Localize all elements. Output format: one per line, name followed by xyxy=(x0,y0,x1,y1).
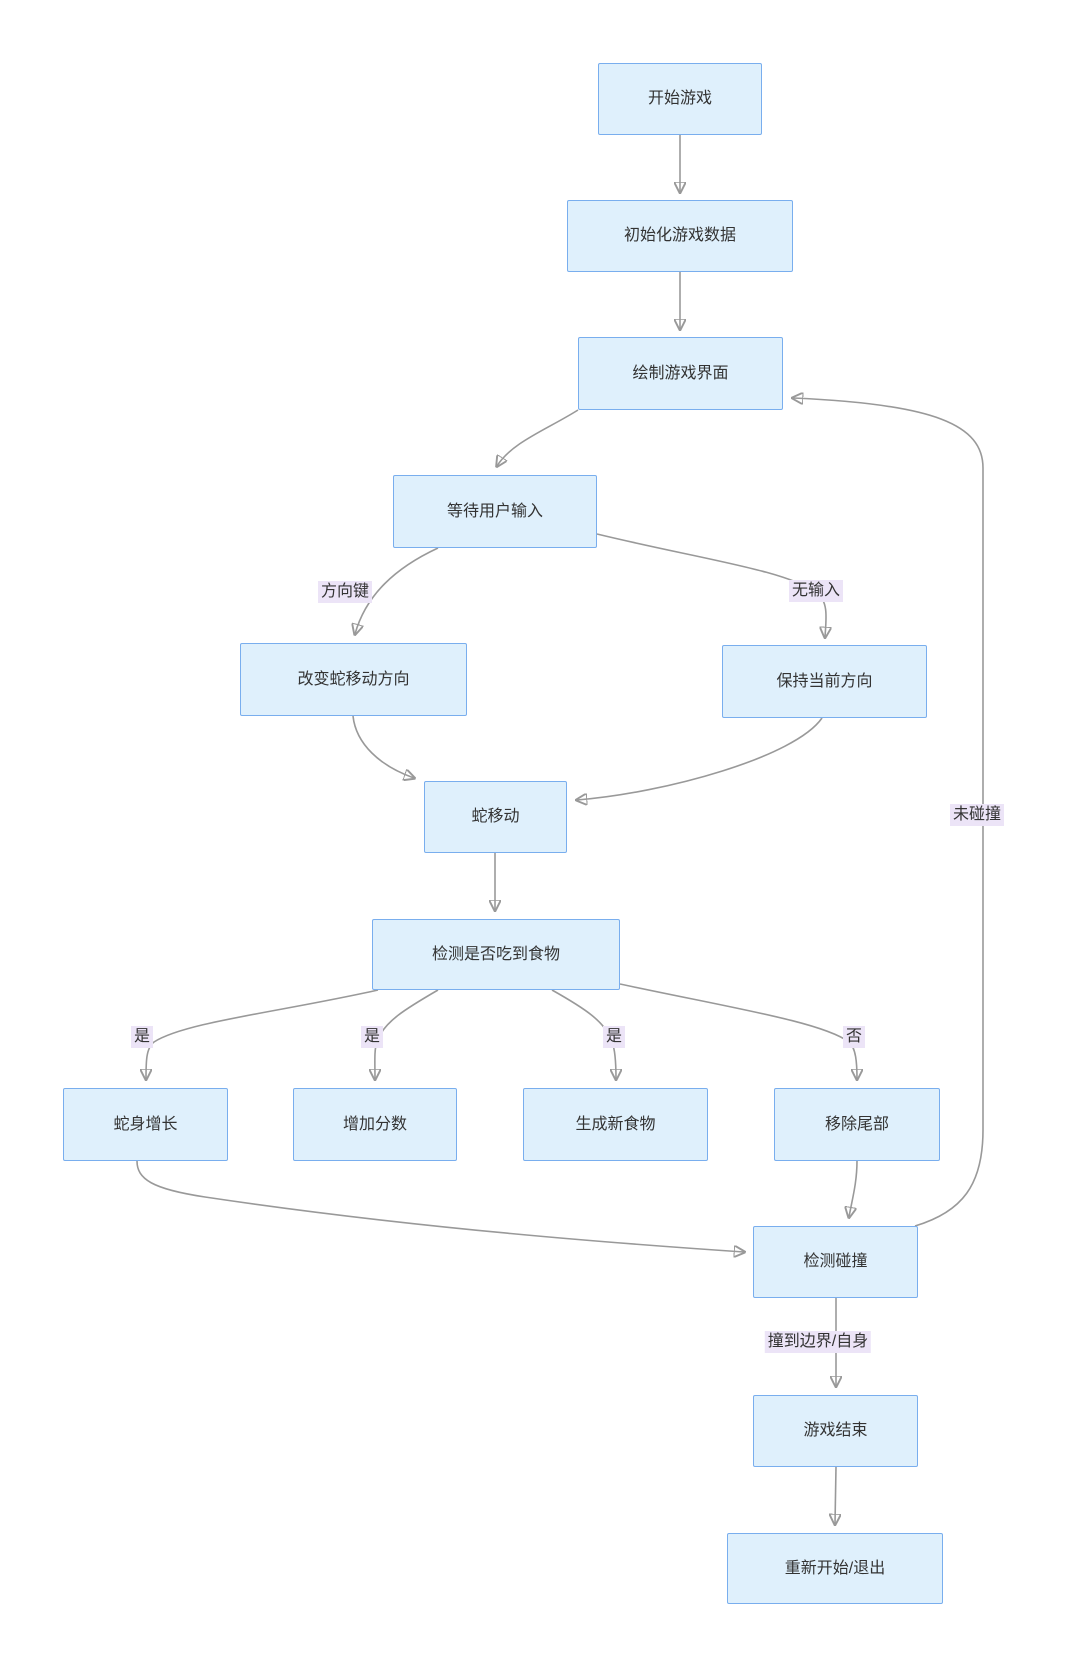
edge-game-over-to-restart xyxy=(835,1466,836,1524)
edge-check-food-to-remove-tail xyxy=(619,983,857,1079)
node-keep-current-direction: 保持当前方向 xyxy=(722,645,927,718)
node-label: 保持当前方向 xyxy=(776,672,873,690)
node-change-snake-direction: 改变蛇移动方向 xyxy=(240,643,467,716)
edge-label-hit-boundary-or-self: 撞到边界/自身 xyxy=(764,1331,872,1353)
node-init-game-data: 初始化游戏数据 xyxy=(567,200,793,272)
node-label: 移除尾部 xyxy=(824,1115,889,1133)
node-restart-or-exit: 重新开始/退出 xyxy=(727,1533,943,1604)
node-draw-game-ui: 绘制游戏界面 xyxy=(578,337,783,410)
edge-label-direction-key: 方向键 xyxy=(317,581,373,603)
edge-remove-tail-to-check-collision xyxy=(849,1160,858,1217)
node-label: 生成新食物 xyxy=(575,1115,656,1133)
edge-wait-to-change-direction xyxy=(355,547,439,634)
node-increase-score: 增加分数 xyxy=(293,1088,457,1161)
node-label: 检测碰撞 xyxy=(803,1253,868,1271)
node-label: 初始化游戏数据 xyxy=(623,227,736,245)
edge-label-no-food: 否 xyxy=(842,1026,866,1048)
edge-label-no-collision: 未碰撞 xyxy=(949,804,1005,826)
edge-label-yes-score: 是 xyxy=(360,1026,384,1048)
node-label: 开始游戏 xyxy=(647,90,712,108)
node-spawn-new-food: 生成新食物 xyxy=(523,1088,708,1161)
node-label: 绘制游戏界面 xyxy=(632,364,729,382)
edge-label-no-input: 无输入 xyxy=(788,580,844,602)
edge-check-collision-to-draw-loop xyxy=(793,398,984,1227)
edge-label-yes-food: 是 xyxy=(602,1026,626,1048)
node-check-food-eaten: 检测是否吃到食物 xyxy=(372,919,620,990)
node-label: 蛇移动 xyxy=(471,808,520,826)
edge-grow-to-check-collision xyxy=(136,1160,744,1252)
edge-label-yes-grow: 是 xyxy=(130,1026,154,1048)
edge-keep-direction-to-move xyxy=(577,717,823,800)
edge-change-direction-to-move xyxy=(352,715,414,778)
edge-draw-to-wait xyxy=(497,409,579,466)
node-label: 游戏结束 xyxy=(803,1422,868,1440)
node-label: 等待用户输入 xyxy=(446,502,543,520)
edge-check-food-to-score xyxy=(375,989,439,1079)
node-label: 改变蛇移动方向 xyxy=(297,670,410,688)
node-snake-body-grow: 蛇身增长 xyxy=(63,1088,228,1161)
node-snake-move: 蛇移动 xyxy=(424,781,567,853)
node-wait-user-input: 等待用户输入 xyxy=(393,475,597,548)
node-label: 重新开始/退出 xyxy=(784,1559,886,1577)
edge-check-food-to-grow xyxy=(146,989,379,1079)
node-game-over: 游戏结束 xyxy=(753,1395,918,1467)
node-check-collision: 检测碰撞 xyxy=(753,1226,918,1298)
node-label: 增加分数 xyxy=(342,1115,407,1133)
node-label: 检测是否吃到食物 xyxy=(431,945,560,963)
node-start-game: 开始游戏 xyxy=(598,63,762,135)
node-remove-tail: 移除尾部 xyxy=(774,1088,940,1161)
node-label: 蛇身增长 xyxy=(113,1115,178,1133)
